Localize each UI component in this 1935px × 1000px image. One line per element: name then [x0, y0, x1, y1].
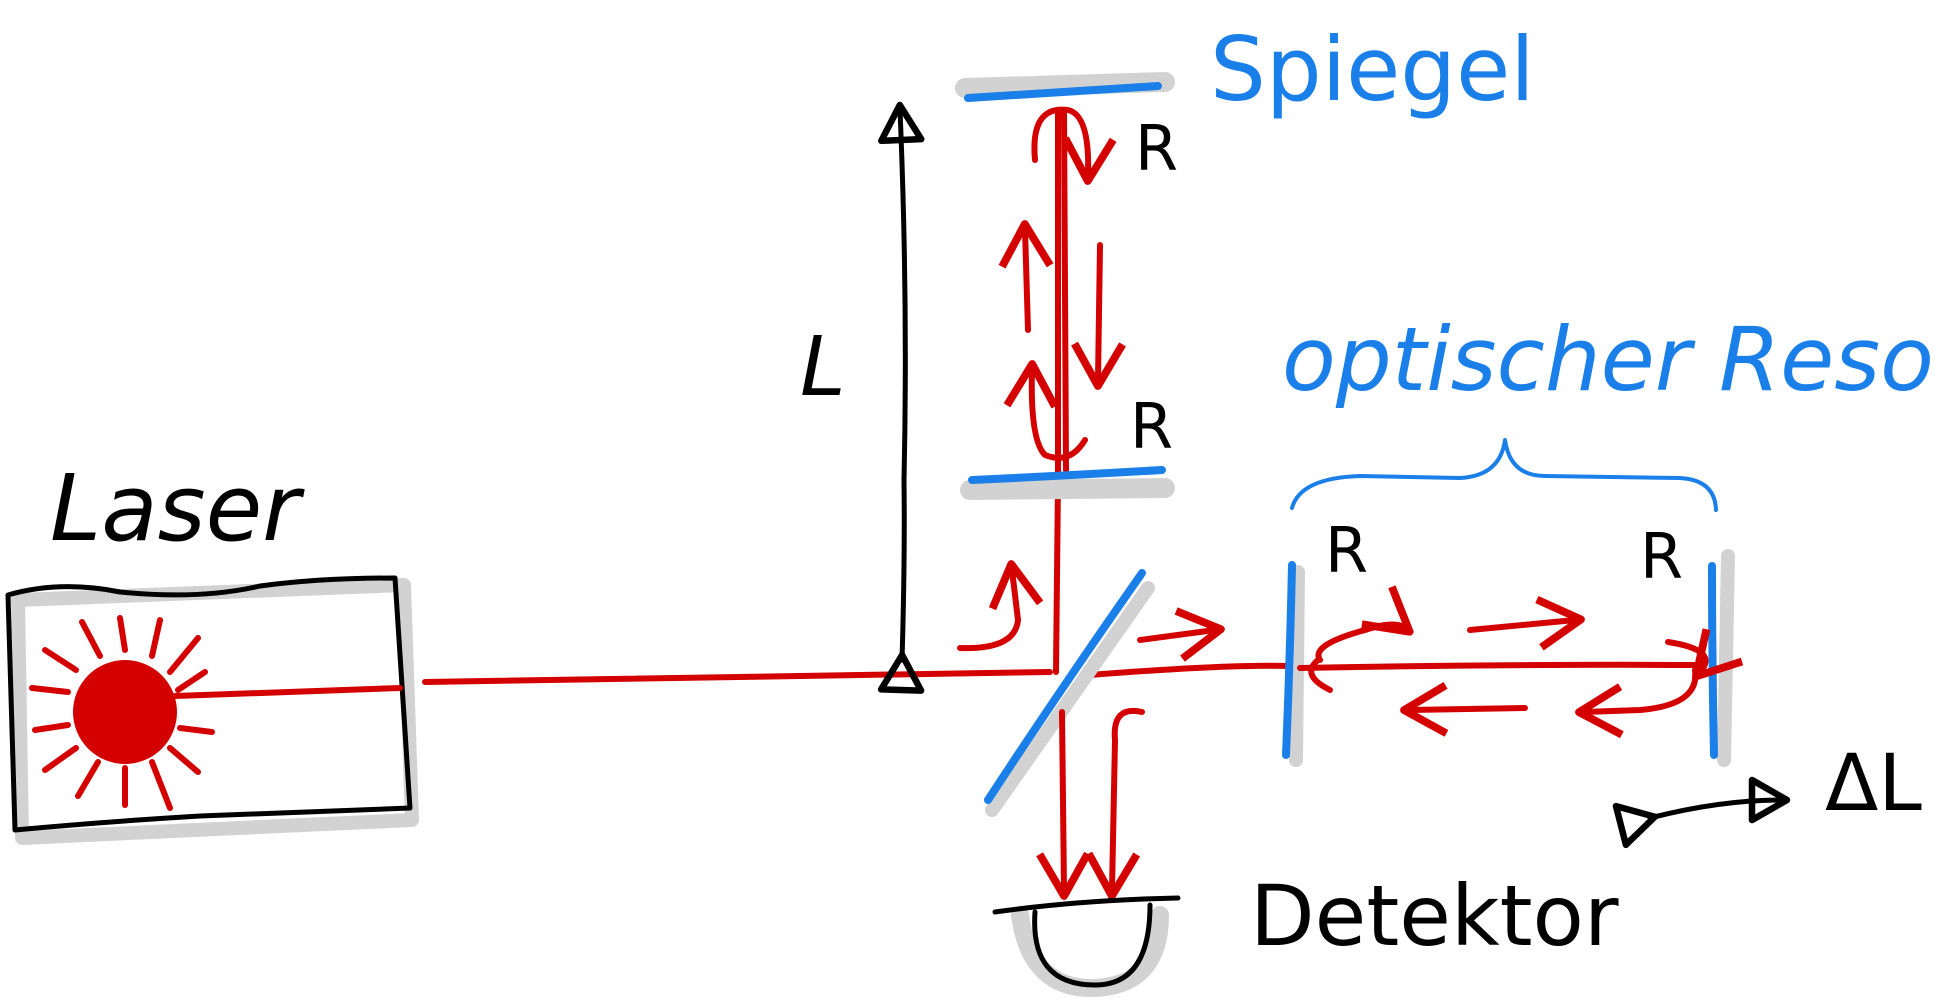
resonator-back-arrow-1 [1400, 682, 1528, 737]
delta-length-arrow [1612, 776, 1791, 849]
detector-shadow [1011, 906, 1169, 998]
detector-plate [992, 895, 1181, 915]
vertical-beam [1053, 107, 1061, 675]
laser-box [5, 575, 413, 833]
detector [992, 895, 1181, 998]
laser-source [5, 575, 419, 845]
detector-beam-1 [1036, 709, 1092, 900]
resonator-back-arrow-2 [1575, 667, 1699, 739]
lower-mirror-shadow [960, 478, 1175, 500]
top-mirror [964, 82, 1162, 102]
laser-box-shadow [11, 578, 419, 845]
vertical-beam-return [1061, 107, 1069, 473]
top-mirror-shadow [955, 72, 1175, 98]
resonator-forward-arrow [1467, 595, 1585, 651]
top-reflection-arrow [1031, 106, 1117, 185]
detector-body [1032, 902, 1153, 988]
reflectivity-label-lower: R [1130, 390, 1173, 463]
beam-to-resonator [1087, 662, 1293, 678]
reflectivity-label-res-right: R [1640, 520, 1683, 593]
resonator-left-bounce [1315, 585, 1414, 663]
laser-label: Laser [50, 455, 305, 562]
transmit-arrow [1137, 607, 1225, 662]
length-arrow [877, 101, 925, 694]
resonator-left-return [1308, 657, 1333, 693]
downward-arrow [1071, 242, 1126, 390]
spiegel-label: Spiegel [1210, 18, 1535, 121]
reflectivity-label-res-left: R [1325, 514, 1368, 587]
resonator-beam [1297, 661, 1701, 671]
laser-emitter [73, 660, 177, 764]
length-label: L [800, 320, 846, 415]
lower-reflection-arrow [1003, 360, 1088, 461]
delta-length-label: ΔL [1825, 739, 1922, 829]
reflectivity-label-top: R [1135, 112, 1178, 185]
resonator-mirror-left [1282, 561, 1296, 759]
resonator-label: optischer Resonator [1282, 308, 1935, 411]
incoming-beam [422, 669, 1053, 685]
resonator-mirror-right [1708, 562, 1718, 759]
lower-mirror [968, 466, 1166, 484]
detektor-label: Detektor [1250, 867, 1619, 965]
laser-internal-beam [172, 685, 403, 699]
split-upward-arrow [957, 560, 1044, 652]
resonator-brace [1290, 438, 1718, 512]
resonator-mirror-left-shadow [1289, 565, 1305, 767]
resonator-mirror-right-shadow [1717, 549, 1735, 767]
beam-splitter-shadow [985, 581, 1155, 817]
beam-splitter [984, 569, 1146, 804]
laser-rays [29, 615, 215, 811]
detector-beam-2 [1085, 707, 1145, 900]
upward-arrow-1 [998, 220, 1054, 333]
resonator-right-bounce [1665, 628, 1744, 681]
